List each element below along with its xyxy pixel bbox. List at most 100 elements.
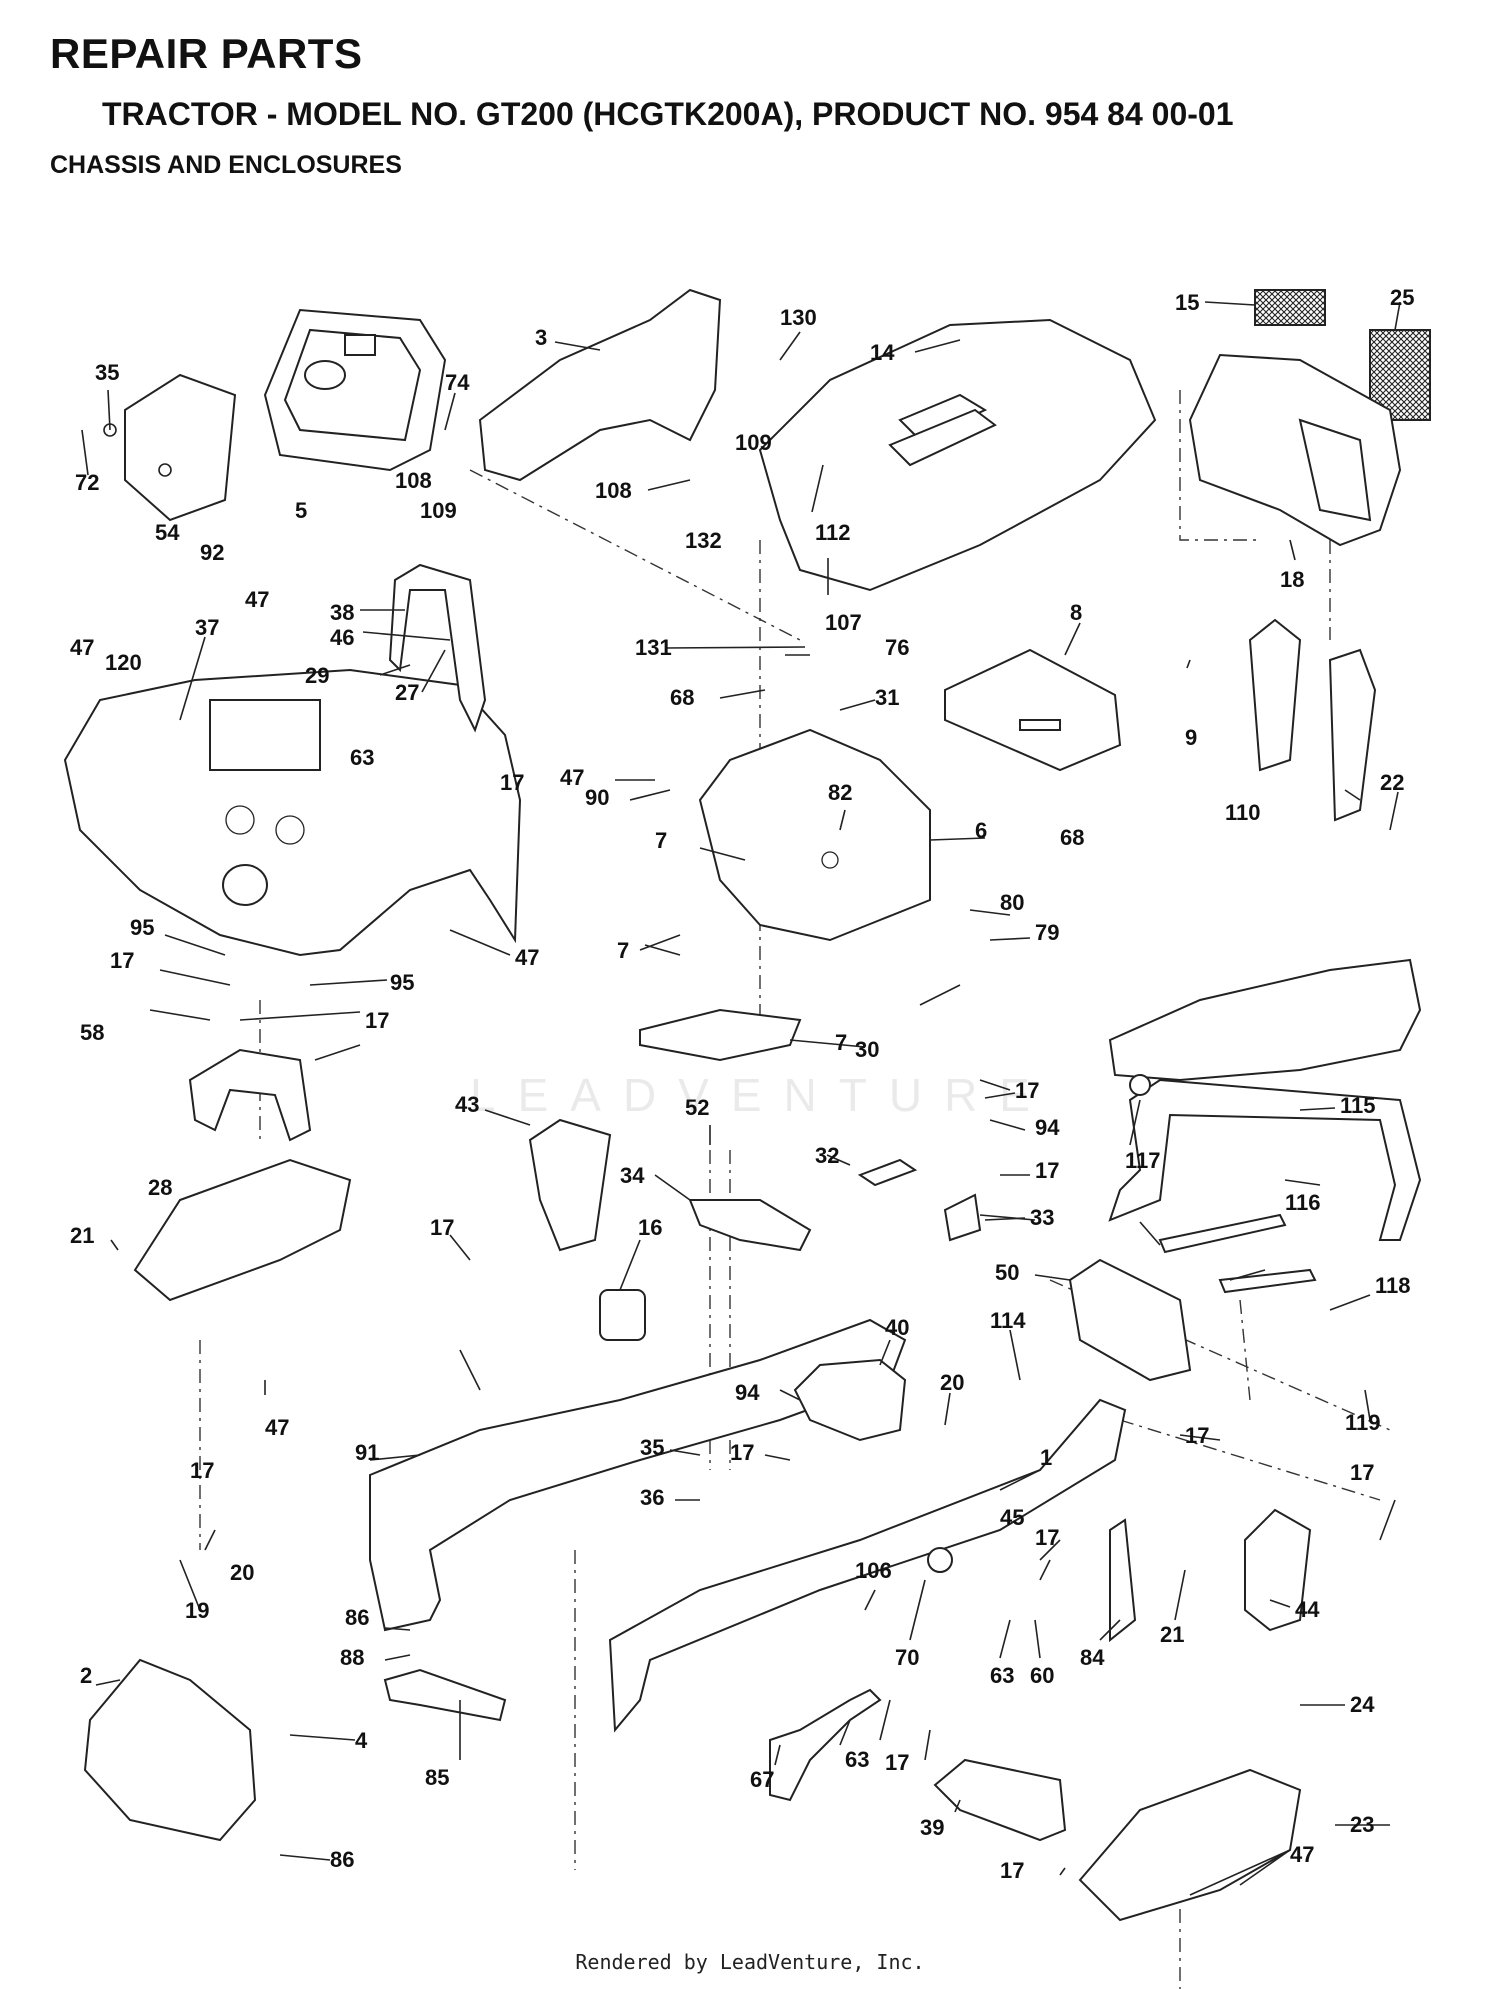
callout-63-c: 63: [845, 1747, 869, 1772]
part-bar-85: [383, 1668, 507, 1722]
footer-credit: Rendered by LeadVenture, Inc.: [575, 1950, 925, 1974]
part-grille-housing: [1188, 353, 1402, 547]
callout-5: 5: [295, 498, 307, 523]
part-pedal-84: [1109, 1518, 1137, 1643]
callout-60: 60: [1030, 1663, 1054, 1688]
callout-70: 70: [895, 1645, 919, 1670]
callout-9: 9: [1185, 725, 1197, 750]
callout-90: 90: [585, 785, 609, 810]
callout-74: 74: [445, 370, 470, 395]
callout-39: 39: [920, 1815, 944, 1840]
callout-2: 2: [80, 1663, 92, 1688]
callout-85: 85: [425, 1765, 449, 1790]
callout-117: 117: [1125, 1148, 1161, 1173]
callout-114: 114: [990, 1308, 1026, 1333]
callout-17-c: 17: [365, 1008, 389, 1033]
callout-38: 38: [330, 600, 354, 625]
callout-72: 72: [75, 470, 99, 495]
callout-15: 15: [1175, 290, 1199, 315]
part-bracket-50: [1068, 1258, 1192, 1382]
callout-120: 120: [105, 650, 142, 675]
callout-35-b: 35: [640, 1435, 664, 1460]
callout-112: 112: [815, 520, 851, 545]
part-radiator-brackets: [1248, 618, 1377, 822]
callout-23: 23: [1350, 1812, 1374, 1837]
model-line: TRACTOR - MODEL NO. GT200 (HCGTK200A), P…: [102, 96, 1234, 132]
callout-79: 79: [1035, 920, 1059, 945]
part-step-right: [1078, 1768, 1302, 1922]
part-battery-tray: [944, 648, 1122, 772]
leader-lines: [81, 301, 1401, 1896]
callout-118: 118: [1375, 1273, 1411, 1298]
part-right-frame-rail: [608, 1398, 1127, 1733]
callout-17-g: 17: [1185, 1423, 1209, 1448]
part-left-frame-rail: [369, 1318, 907, 1632]
callout-58: 58: [80, 1020, 104, 1045]
callout-130: 130: [780, 305, 817, 330]
callout-47-c: 47: [560, 765, 584, 790]
callout-115: 115: [1340, 1093, 1376, 1118]
callout-54: 54: [155, 520, 180, 545]
callout-32: 32: [815, 1143, 839, 1168]
page-title: REPAIR PARTS: [50, 30, 363, 77]
callout-94-a: 94: [1035, 1115, 1060, 1140]
part-support-bracket: [388, 563, 487, 733]
callout-108-b: 108: [595, 478, 632, 503]
part-firewall: [698, 728, 931, 942]
callout-84: 84: [1080, 1645, 1105, 1670]
part-bracket-43: [528, 1118, 612, 1252]
part-hitch-ring: [927, 1547, 953, 1573]
callout-7-b: 7: [617, 938, 629, 963]
callout-31: 31: [875, 685, 899, 710]
part-brackets-mid: [688, 1158, 982, 1252]
callout-17-j: 17: [1350, 1460, 1374, 1485]
callout-80: 80: [1000, 890, 1024, 915]
part-bumper: [1108, 958, 1422, 1082]
callout-24: 24: [1350, 1692, 1375, 1717]
callout-63-a: 63: [350, 745, 374, 770]
callout-17-f: 17: [430, 1215, 454, 1240]
callout-47-e: 47: [265, 1415, 289, 1440]
callout-109: 109: [420, 498, 457, 523]
callout-25: 25: [1390, 285, 1414, 310]
callout-17-h: 17: [730, 1440, 754, 1465]
callout-110: 110: [1225, 800, 1261, 825]
callout-18: 18: [1280, 567, 1304, 592]
part-side-panel: [478, 288, 722, 482]
callout-50: 50: [995, 1260, 1019, 1285]
callout-1: 1: [1040, 1445, 1052, 1470]
callout-34: 34: [620, 1163, 645, 1188]
part-fender-mount: [188, 1048, 312, 1142]
callout-92: 92: [200, 540, 224, 565]
callout-47-a: 47: [245, 587, 269, 612]
callout-16: 16: [638, 1215, 662, 1240]
callout-33: 33: [1030, 1205, 1054, 1230]
callout-20-b: 20: [230, 1560, 254, 1585]
callout-14: 14: [870, 340, 895, 365]
part-hood: [758, 318, 1157, 592]
callout-68-a: 68: [670, 685, 694, 710]
callout-17-e: 17: [1035, 1158, 1059, 1183]
callout-21-b: 21: [1160, 1622, 1184, 1647]
callout-67: 67: [750, 1767, 774, 1792]
part-front-tube: [1108, 1074, 1422, 1294]
callout-46: 46: [330, 625, 354, 650]
callout-17-a: 17: [500, 770, 524, 795]
callout-76: 76: [885, 635, 909, 660]
callout-43: 43: [455, 1092, 479, 1117]
callout-88: 88: [340, 1645, 364, 1670]
part-grille-left: [1254, 289, 1326, 326]
callout-131: 131: [635, 635, 672, 660]
callout-20-a: 20: [940, 1370, 964, 1395]
callout-8: 8: [1070, 600, 1082, 625]
callout-40: 40: [885, 1315, 909, 1340]
part-bracket-39: [933, 1758, 1067, 1842]
part-panel: [103, 373, 237, 522]
callout-17-b: 17: [110, 948, 134, 973]
callout-95-a: 95: [130, 915, 154, 940]
callout-116: 116: [1285, 1190, 1321, 1215]
callout-106: 106: [855, 1558, 892, 1583]
callout-47-d: 47: [515, 945, 539, 970]
callout-82: 82: [828, 780, 852, 805]
